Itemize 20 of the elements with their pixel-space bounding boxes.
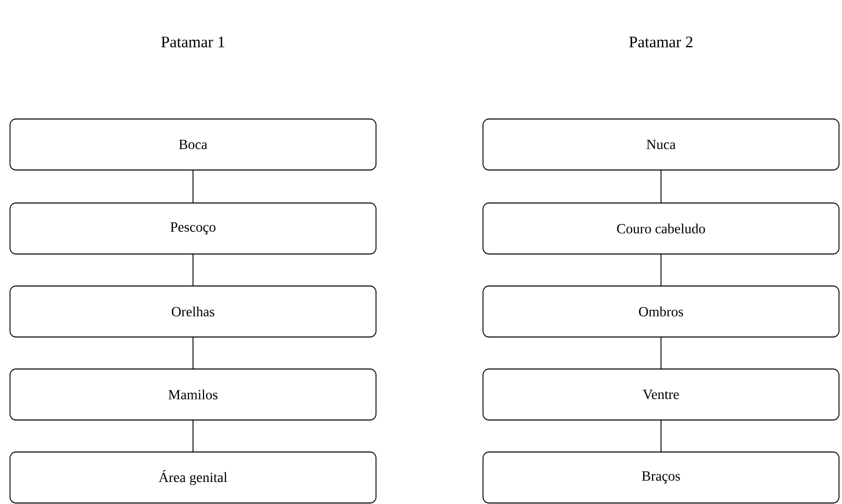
body-part-box: Orelhas — [10, 286, 376, 338]
body-part-box: Nuca — [482, 118, 840, 170]
connector-line — [660, 170, 662, 203]
body-part-box: Couro cabeludo — [482, 202, 840, 254]
connector-line — [192, 420, 194, 452]
connector-line — [660, 420, 662, 452]
body-part-box: Boca — [10, 118, 376, 170]
body-part-box: Ventre — [482, 368, 840, 420]
connector-line — [192, 170, 194, 203]
column-heading: Patamar 2 — [629, 36, 692, 48]
connector-line — [192, 254, 194, 286]
body-part-box: Braços — [482, 452, 840, 504]
column-heading: Patamar 1 — [161, 36, 224, 48]
connector-line — [660, 337, 662, 369]
connector-line — [192, 337, 194, 369]
body-part-box: Mamilos — [10, 368, 376, 420]
body-part-box: Ombros — [482, 286, 840, 338]
connector-line — [660, 254, 662, 286]
body-part-box: Área genital — [10, 452, 376, 504]
body-part-box: Pescoço — [10, 202, 376, 254]
